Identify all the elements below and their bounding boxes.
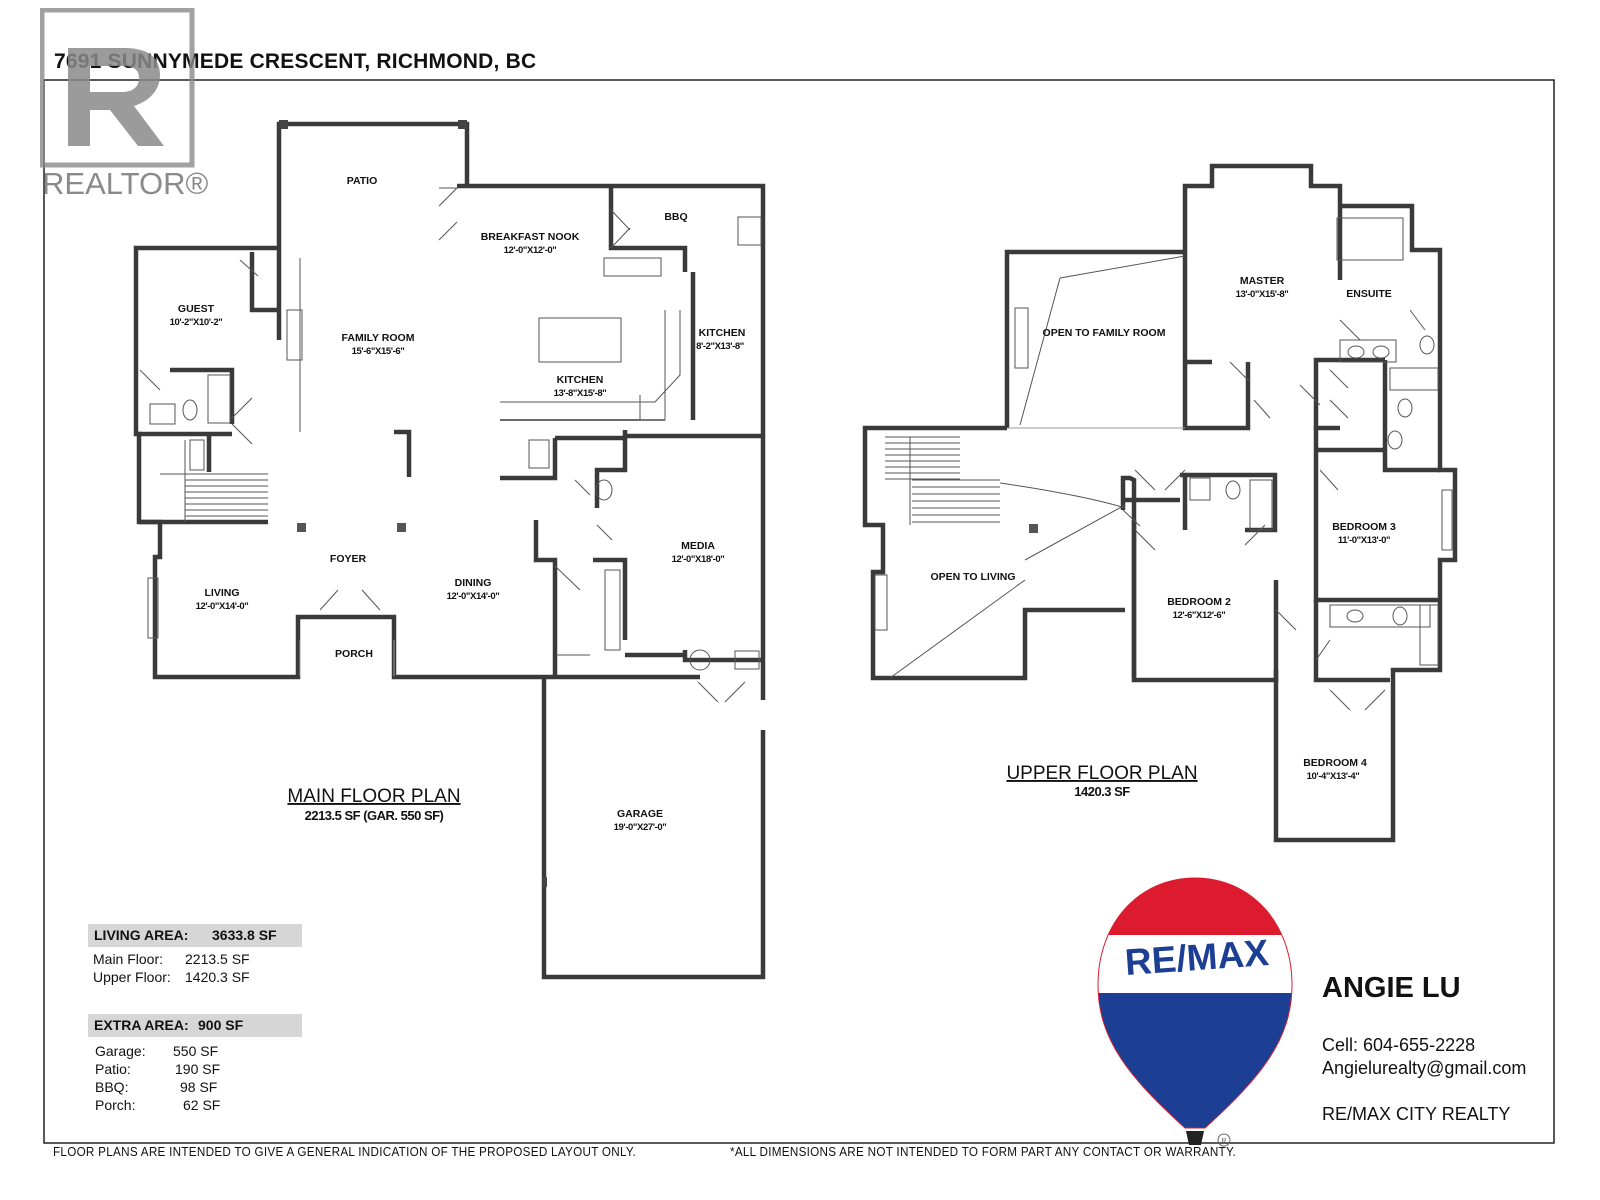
room-dimension: 10'-4"X13'-4" xyxy=(1307,771,1360,782)
extra-area-label: EXTRA AREA: xyxy=(94,1017,189,1033)
room-label: BREAKFAST NOOK xyxy=(481,231,580,243)
room-dimension: 19'-0"X27'-0" xyxy=(614,822,667,833)
column-marker xyxy=(397,523,406,532)
post-marker xyxy=(279,120,288,129)
room-label: GARAGE xyxy=(617,808,663,820)
area-row-value: 98 SF xyxy=(180,1079,218,1095)
room-dimension: 12'-0"X14'-0" xyxy=(447,591,500,602)
area-row-label: Porch: xyxy=(95,1097,136,1113)
room-dimension: 11'-0"X13'-0" xyxy=(1338,535,1390,546)
room-label: PORCH xyxy=(335,648,373,660)
room-dimension: 12'-6"X12'-6" xyxy=(1173,610,1226,621)
area-row: Upper Floor: 1420.3 SF xyxy=(93,968,302,986)
room-label: FOYER xyxy=(330,553,367,565)
remax-logo-text: RE/MAX xyxy=(1124,932,1271,983)
area-row-label: Upper Floor: xyxy=(93,969,171,985)
agent-brokerage: RE/MAX CITY REALTY xyxy=(1322,1104,1511,1124)
room-label: GUEST xyxy=(178,303,215,315)
footer-disclaimer-left: FLOOR PLANS ARE INTENDED TO GIVE A GENER… xyxy=(53,1144,637,1159)
room-label: MASTER xyxy=(1240,275,1285,287)
room-label: FAMILY ROOM xyxy=(342,332,415,344)
svg-text:R: R xyxy=(1221,1138,1226,1145)
room-label: ENSUITE xyxy=(1346,288,1392,300)
living-area-total: 3633.8 SF xyxy=(212,927,277,943)
room-label: PATIO xyxy=(347,175,378,187)
room-label: OPEN TO FAMILY ROOM xyxy=(1043,327,1166,339)
agent-name: ANGIE LU xyxy=(1322,972,1461,1004)
room-label: BEDROOM 3 xyxy=(1332,521,1396,533)
room-label: BBQ xyxy=(664,211,687,223)
living-area-header: LIVING AREA: 3633.8 SF xyxy=(88,924,302,947)
area-row: BBQ: 98 SF xyxy=(95,1078,302,1096)
room-label: BEDROOM 2 xyxy=(1167,596,1231,608)
room-dimension: 8'-2"X13'-8" xyxy=(696,341,744,352)
main-floor-title: MAIN FLOOR PLAN xyxy=(287,786,460,807)
extra-area-header: EXTRA AREA: 900 SF xyxy=(88,1014,302,1037)
living-area-box: LIVING AREA: 3633.8 SF Main Floor: 2213.5 … xyxy=(88,924,302,986)
upper-floor-walls xyxy=(862,163,1458,843)
room-label: BEDROOM 4 xyxy=(1303,757,1367,769)
room-dimension: 13'-0"X15'-8" xyxy=(1236,289,1289,300)
room-label: LIVING xyxy=(204,587,239,599)
upper-floor-fixtures xyxy=(874,217,1453,711)
room-label: KITCHEN xyxy=(557,374,604,386)
room-dimension: 12'-0"X14'-0" xyxy=(196,601,249,612)
area-row-value: 1420.3 SF xyxy=(185,969,250,985)
area-row: Main Floor: 2213.5 SF xyxy=(93,950,302,968)
main-floor-labels: PATIO BBQ BREAKFAST NOOK 12'-0"X12'-0" G… xyxy=(170,175,746,833)
room-dimension: 12'-0"X12'-0" xyxy=(504,245,557,256)
room-label: MEDIA xyxy=(681,540,715,552)
footer-disclaimer-right: *ALL DIMENSIONS ARE NOT INTENDED TO FORM… xyxy=(730,1144,1237,1159)
agent-cell: Cell: 604-655-2228 xyxy=(1322,1035,1476,1055)
extra-area-box: EXTRA AREA: 900 SF Garage: 550 SF Patio: 19… xyxy=(88,1014,302,1114)
area-row-value: 2213.5 SF xyxy=(185,951,250,967)
area-row: Garage: 550 SF xyxy=(95,1042,302,1060)
upper-floor-subtitle: 1420.3 SF xyxy=(1074,784,1130,799)
column-marker xyxy=(1029,524,1038,533)
area-row-label: Patio: xyxy=(95,1061,131,1077)
room-label: KITCHEN xyxy=(699,327,746,339)
column-marker xyxy=(297,523,306,532)
room-dimension: 13'-8"X15'-8" xyxy=(554,388,607,399)
realtor-logo-icon xyxy=(40,8,195,168)
area-row: Patio: 190 SF xyxy=(95,1060,302,1078)
post-marker xyxy=(542,877,547,887)
area-row-value: 550 SF xyxy=(173,1043,219,1059)
page-frame xyxy=(43,79,1555,1144)
upper-floor-title: UPPER FLOOR PLAN xyxy=(1006,763,1197,784)
area-row-label: Garage: xyxy=(95,1043,146,1059)
main-floor-walls xyxy=(133,121,766,980)
area-row-value: 190 SF xyxy=(175,1061,221,1077)
property-address: 7691 SUNNYMEDE CRESCENT, RICHMOND, BC xyxy=(54,50,537,73)
area-row-value: 62 SF xyxy=(183,1097,221,1113)
upper-floor-labels: MASTER 13'-0"X15'-8" ENSUITE OPEN TO FAM… xyxy=(931,275,1396,782)
area-row: Porch: 62 SF xyxy=(95,1096,302,1114)
area-row-label: BBQ: xyxy=(95,1079,129,1095)
extra-area-total: 900 SF xyxy=(198,1017,244,1033)
post-marker xyxy=(458,120,467,129)
room-dimension: 10'-2"X10'-2" xyxy=(170,317,223,328)
remax-balloon-logo: RE/MAX R xyxy=(1097,877,1293,1147)
area-row-label: Main Floor: xyxy=(93,951,164,967)
agent-email: Angielurealty@gmail.com xyxy=(1322,1058,1527,1078)
room-label: DINING xyxy=(455,577,492,589)
realtor-wordmark: REALTOR® xyxy=(42,166,209,201)
room-dimension: 15'-6"X15'-6" xyxy=(352,346,405,357)
room-label: OPEN TO LIVING xyxy=(931,571,1016,583)
main-floor-subtitle: 2213.5 SF (GAR. 550 SF) xyxy=(305,808,444,823)
room-dimension: 12'-0"X18'-0" xyxy=(672,554,725,565)
living-area-label: LIVING AREA: xyxy=(94,927,189,943)
main-floor-fixtures xyxy=(139,187,762,703)
